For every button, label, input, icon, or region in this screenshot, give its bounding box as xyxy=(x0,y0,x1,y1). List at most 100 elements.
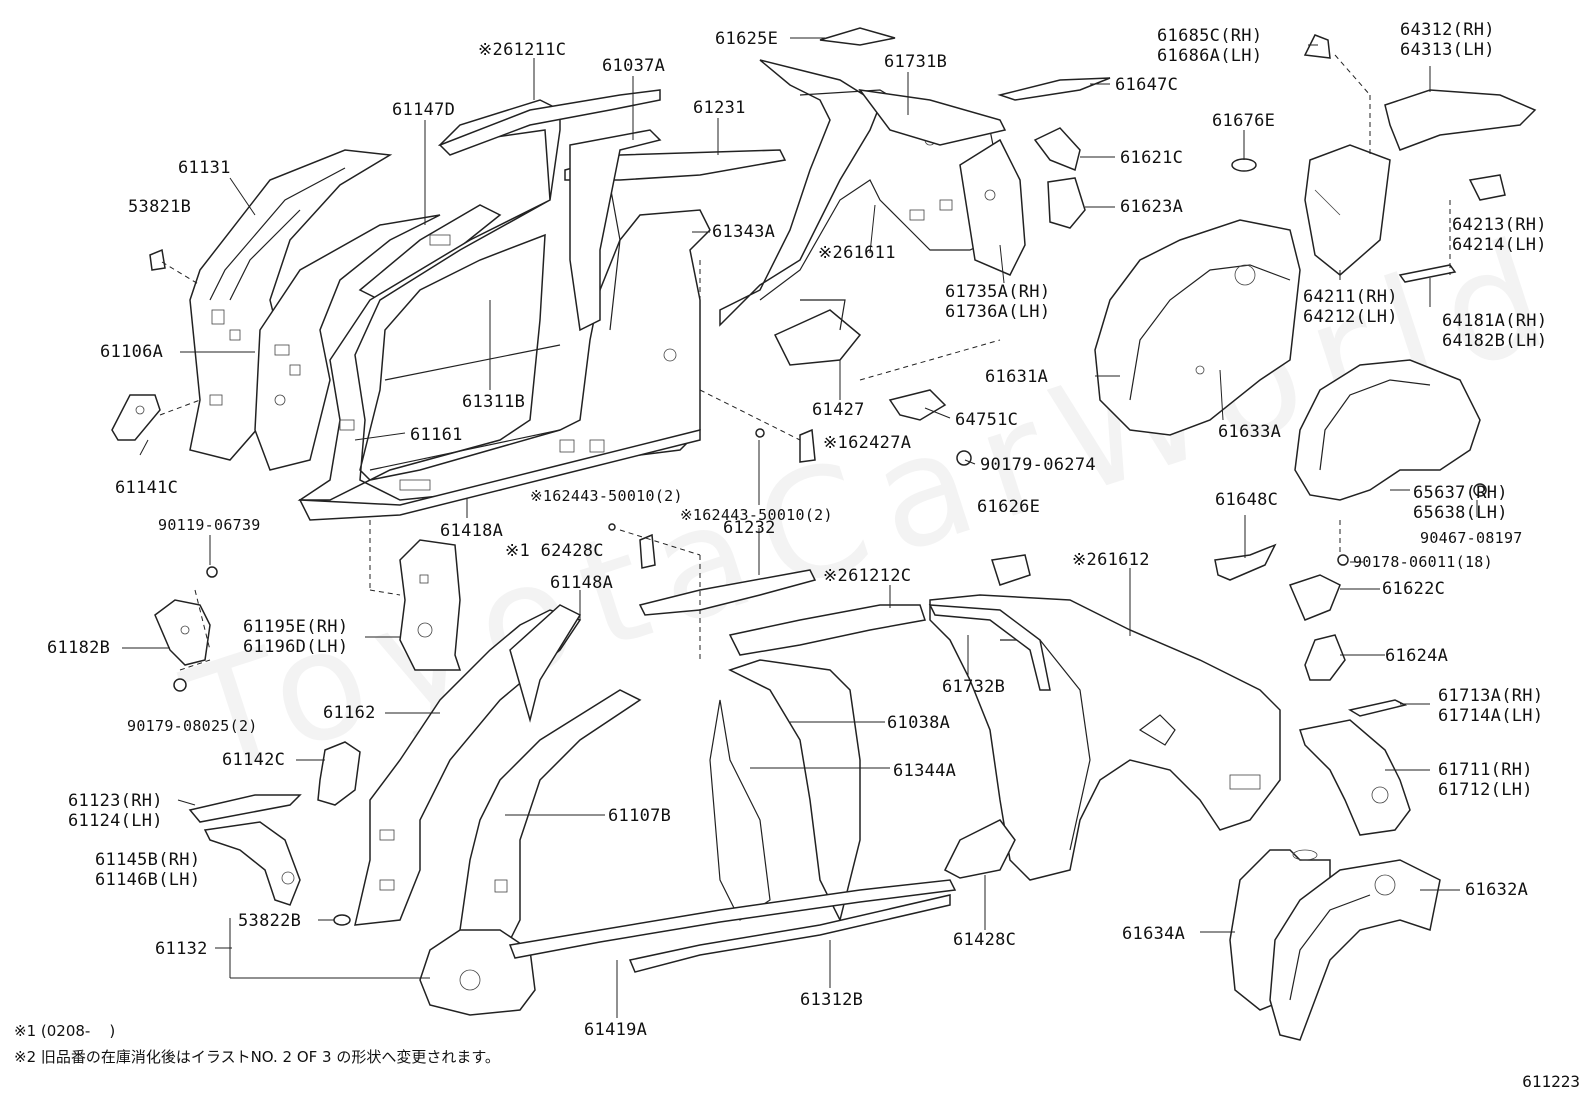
label-61428C: 61428C xyxy=(953,930,1017,950)
front-side-outer-panel-upper xyxy=(189,149,393,461)
label-65637: 65637(RH) 65638(LH) xyxy=(1413,483,1508,523)
brace-61735A xyxy=(959,138,1026,276)
bracket-64213 xyxy=(1468,174,1506,201)
label-61625E: 61625E xyxy=(715,29,779,49)
footnote-1: ※1 (0208- ) xyxy=(14,1022,116,1040)
bracket-62428C xyxy=(608,523,656,569)
label-64312: 64312(RH) 64313(LH) xyxy=(1400,20,1495,60)
label-61419A: 61419A xyxy=(584,1020,648,1040)
label-61647C: 61647C xyxy=(1115,75,1179,95)
label-61132: 61132 xyxy=(155,939,208,959)
rear-door-opening-61038A xyxy=(709,659,861,923)
label-61713A: 61713A(RH) 61714A(LH) xyxy=(1438,686,1544,726)
label-61676E: 61676E xyxy=(1212,111,1276,131)
brace-61145B xyxy=(203,821,301,906)
label-90178-06011: 90178-06011(18) xyxy=(1353,553,1493,571)
reinforcement-61713A xyxy=(1348,699,1408,717)
label-53822B: 53822B xyxy=(238,911,302,931)
label-61711: 61711(RH) 61712(LH) xyxy=(1438,760,1533,800)
reinforcement-61195E xyxy=(399,539,462,671)
bracket-61626E xyxy=(991,554,1031,586)
label-61685C: 61685C(RH) 61686A(LH) xyxy=(1157,26,1263,66)
reinforcement-61123 xyxy=(188,794,302,823)
liner-65637 xyxy=(1294,359,1487,501)
center-pillar-61037A xyxy=(569,129,662,332)
label-61311B: 61311B xyxy=(462,392,526,412)
extension-61731B xyxy=(858,89,1007,146)
leader-lines xyxy=(122,37,1478,1018)
label-90467-08197: 90467-08197 xyxy=(1420,529,1523,547)
label-64751C: 64751C xyxy=(955,410,1019,430)
wheel-house-outer-61631A xyxy=(1094,219,1301,436)
label-61735A: 61735A(RH) 61736A(LH) xyxy=(945,282,1051,322)
label-61231: 61231 xyxy=(693,98,746,118)
label-61212C: ※261212C xyxy=(823,566,912,586)
bracket-61624A xyxy=(1304,634,1346,681)
label-61732B: 61732B xyxy=(942,677,1006,697)
bracket-61623A xyxy=(1047,177,1086,229)
dashed-guide-lines xyxy=(159,54,1451,671)
washer-61676E xyxy=(1231,158,1257,172)
bracket-62427A xyxy=(755,428,816,463)
label-61648C: 61648C xyxy=(1215,490,1279,510)
rocker-61419A xyxy=(508,879,957,959)
label-61148A: 61148A xyxy=(550,573,614,593)
label-61131: 61131 xyxy=(178,158,231,178)
label-61147D: 61147D xyxy=(392,100,456,120)
roof-rail-61211C xyxy=(438,89,661,156)
label-61182B: 61182B xyxy=(47,638,111,658)
label-61038A: 61038A xyxy=(887,713,951,733)
label-61141C: 61141C xyxy=(115,478,179,498)
label-62428C: ※1 62428C xyxy=(505,541,604,561)
label-61611: ※261611 xyxy=(818,243,896,263)
bracket-61621C xyxy=(1033,127,1081,172)
label-61634A: 61634A xyxy=(1122,924,1186,944)
label-61211C: ※261211C xyxy=(478,40,567,60)
bracket-53821B xyxy=(149,248,166,271)
wheel-house-outer-61632A xyxy=(1269,859,1441,1041)
label-64213: 64213(RH) 64214(LH) xyxy=(1452,215,1547,255)
label-90119-06739: 90119-06739 xyxy=(158,516,261,534)
label-61623A: 61623A xyxy=(1120,197,1184,217)
label-61142C: 61142C xyxy=(222,750,286,770)
label-90179-08025: 90179-08025(2) xyxy=(127,717,258,735)
sill-61312B xyxy=(628,894,951,973)
label-61622C: 61622C xyxy=(1382,579,1446,599)
roof-side-rail-61232 xyxy=(638,569,817,616)
bracket-61648C xyxy=(1214,543,1277,581)
label-61624A: 61624A xyxy=(1385,646,1449,666)
label-53821B: 53821B xyxy=(128,197,192,217)
floor-side-64312 xyxy=(1384,89,1537,151)
footnote-2: ※2 旧品番の在庫消化後はイラストNO. 2 OF 3 の形状へ変更されます。 xyxy=(14,1048,500,1066)
label-61162: 61162 xyxy=(323,703,376,723)
label-61731B: 61731B xyxy=(884,52,948,72)
part-61625E xyxy=(819,27,896,46)
label-61427: 61427 xyxy=(812,400,865,420)
label-61232: 61232 xyxy=(723,518,776,538)
label-61344A: 61344A xyxy=(893,761,957,781)
label-61195E: 61195E(RH) 61196D(LH) xyxy=(243,617,349,657)
label-61106A: 61106A xyxy=(100,342,164,362)
bracket-61428C xyxy=(944,819,1016,879)
roof-rail-61212C xyxy=(728,604,926,656)
label-61123: 61123(RH) 61124(LH) xyxy=(68,791,163,831)
label-61161: 61161 xyxy=(410,425,463,445)
diagram-code: 611223 xyxy=(1522,1072,1580,1091)
label-61107B: 61107B xyxy=(608,806,672,826)
label-61621C: 61621C xyxy=(1120,148,1184,168)
label-62427A: ※162427A xyxy=(823,433,912,453)
label-61312B: 61312B xyxy=(800,990,864,1010)
label-64181A: 64181A(RH) 64182B(LH) xyxy=(1442,311,1548,351)
label-61633A: 61633A xyxy=(1218,422,1282,442)
extension-61732B xyxy=(928,604,1051,691)
label-64211: 64211(RH) 64212(LH) xyxy=(1303,287,1398,327)
side-inner-panel-upper xyxy=(254,214,441,471)
label-61612: ※261612 xyxy=(1072,550,1150,570)
label-62443-50010-b: ※162443-50010(2) xyxy=(680,506,833,524)
label-61418A: 61418A xyxy=(440,521,504,541)
label-61631A: 61631A xyxy=(985,367,1049,387)
label-90179-06274: 90179-06274 xyxy=(980,455,1096,475)
bracket-53822B xyxy=(333,914,351,926)
